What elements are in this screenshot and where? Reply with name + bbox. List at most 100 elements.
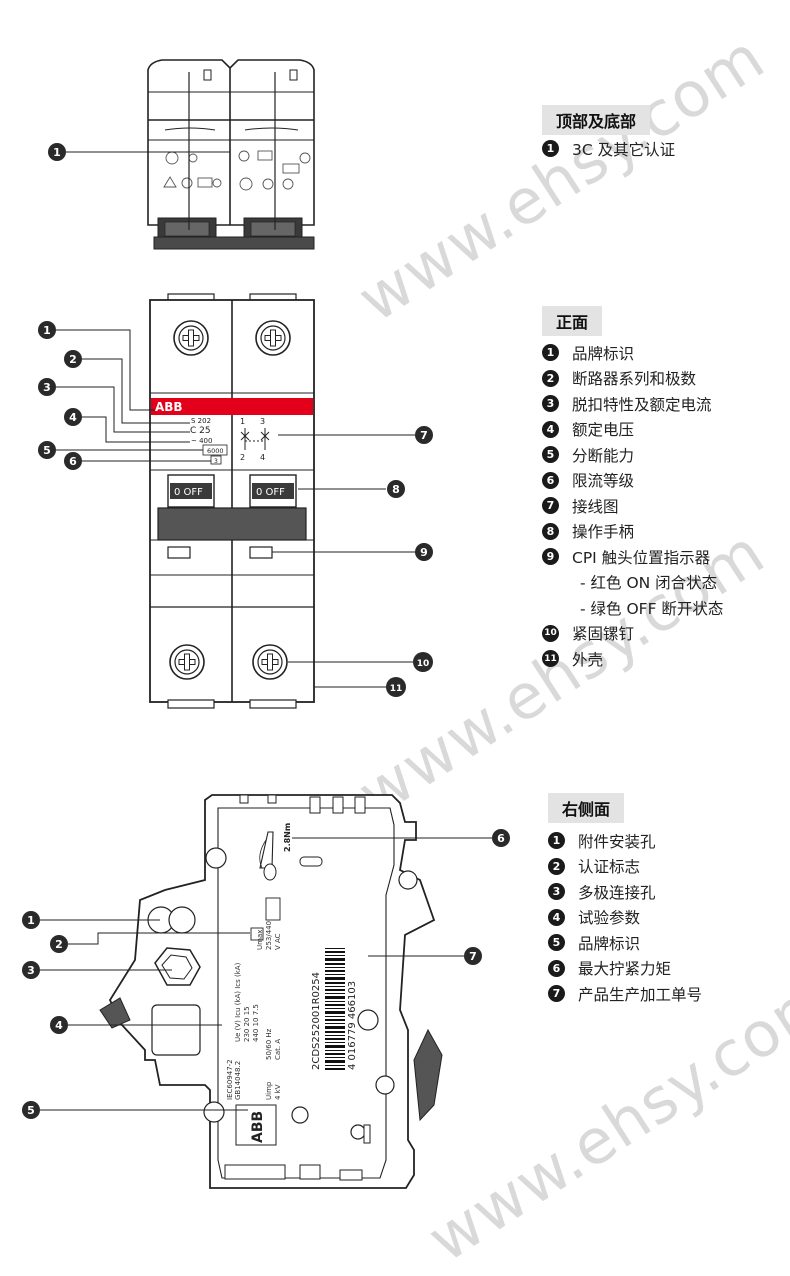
side-callout-2: 2 xyxy=(55,938,63,951)
legend-label: - 绿色 OFF 断开状态 xyxy=(580,599,724,618)
front-callout-8: 8 xyxy=(392,483,400,496)
side-callout-7: 7 xyxy=(469,950,477,963)
legend-number: 11 xyxy=(542,650,559,668)
front-callout-3: 3 xyxy=(43,381,51,394)
legend-label: 额定电压 xyxy=(572,421,635,440)
breaking-capacity-label: 6000 xyxy=(207,447,224,455)
legend-label: 限流等级 xyxy=(572,472,635,491)
front-view: ABB S 202 C 25 ~ 400 6000 3 1 3 2 4 xyxy=(38,293,433,709)
front-callout-7: 7 xyxy=(420,429,428,442)
front-callout-4: 4 xyxy=(69,411,77,424)
legend-label: 外壳 xyxy=(572,650,604,669)
handle-label-right: 0 OFF xyxy=(256,487,285,498)
spec-umax-value: 253/440 xyxy=(265,921,273,950)
torque-label: 2.8Nm xyxy=(283,823,292,852)
legend-top-bottom: 1 3C 及其它认证 xyxy=(542,136,675,162)
legend-label: 断路器系列和极数 xyxy=(572,370,697,389)
series-label: S 202 xyxy=(191,417,211,425)
legend-item: 5 分断能力 xyxy=(542,442,723,468)
legend-label: 品牌标识 xyxy=(572,344,635,363)
legend-label: 试验参数 xyxy=(578,909,641,928)
front-callout-6: 6 xyxy=(69,455,77,468)
side-callout-3: 3 xyxy=(27,964,35,977)
legend-number: 10 xyxy=(542,624,559,642)
spec-row-440: 440 10 7.5 xyxy=(252,1004,260,1042)
legend-subitem: - 绿色 OFF 断开状态 xyxy=(542,595,723,621)
legend-item: 1 3C 及其它认证 xyxy=(542,136,675,162)
spec-freq: 50/60 Hz xyxy=(265,1028,273,1060)
legend-label: 附件安装孔 xyxy=(578,832,656,851)
legend-label: 3C 及其它认证 xyxy=(572,140,676,159)
side-brand-logo: ABB xyxy=(250,1111,266,1143)
legend-label: 产品生产加工单号 xyxy=(578,985,703,1004)
legend-label: 认证标志 xyxy=(578,858,641,877)
terminal-1: 1 xyxy=(240,417,245,426)
spec-header: Ue (V) Icu (kA) Ics (kA) xyxy=(234,962,242,1042)
side-view: 2.8Nm Umax 253/440 V AC Ue (V) Icu (kA) … xyxy=(22,794,510,1189)
section-title-side: 右侧面 xyxy=(548,793,625,823)
top-callout-1: 1 xyxy=(53,146,61,159)
legend-label: 分断能力 xyxy=(572,446,635,465)
legend-number: 3 xyxy=(542,395,559,413)
legend-number: 6 xyxy=(548,959,565,977)
barcode xyxy=(325,948,345,1070)
side-callout-6: 6 xyxy=(497,832,505,845)
legend-label: CPI 触头位置指示器 xyxy=(572,548,711,567)
legend-label: 多极连接孔 xyxy=(578,883,656,902)
spec-uimp-value: 4 kV xyxy=(274,1084,282,1100)
legend-item: 3 脱扣特性及额定电流 xyxy=(542,391,723,417)
spec-umax-unit: V AC xyxy=(274,933,282,950)
front-callout-2: 2 xyxy=(69,353,77,366)
legend-item: 2 断路器系列和极数 xyxy=(542,366,723,392)
diagram-svg: 1 ABB S 202 C 25 ~ 400 6000 3 xyxy=(22,59,510,1189)
legend-label: - 红色 ON 闭合状态 xyxy=(580,574,718,593)
limiting-class-label: 3 xyxy=(214,458,218,465)
legend-number: 9 xyxy=(542,548,559,566)
spec-umax: Umax xyxy=(256,930,264,950)
legend-number: 5 xyxy=(542,446,559,464)
spec-cat: Cat. A xyxy=(274,1039,282,1060)
legend-item: 6 最大拧紧力矩 xyxy=(548,956,702,982)
legend-item: 9 CPI 触头位置指示器 xyxy=(542,544,723,570)
terminal-2: 2 xyxy=(240,453,245,462)
legend-label: 接线图 xyxy=(572,497,619,516)
spec-std-gb: GB14048.2 xyxy=(234,1061,242,1100)
brand-logo: ABB xyxy=(155,400,183,414)
side-callout-1: 1 xyxy=(27,914,35,927)
spec-uimp: Uimp xyxy=(265,1081,273,1100)
front-callout-9: 9 xyxy=(420,546,428,559)
top-view: 1 xyxy=(48,59,315,250)
legend-number: 3 xyxy=(548,883,565,901)
handle-label-left: 0 OFF xyxy=(174,487,203,498)
legend-label: 紧固镙钉 xyxy=(572,625,635,644)
side-callout-5: 5 xyxy=(27,1104,35,1117)
legend-number: 4 xyxy=(548,908,565,926)
legend-item: 3 多极连接孔 xyxy=(548,879,702,905)
terminal-3: 3 xyxy=(260,417,265,426)
legend-label: 最大拧紧力矩 xyxy=(578,960,672,979)
terminal-4: 4 xyxy=(260,453,265,462)
legend-subitem: - 红色 ON 闭合状态 xyxy=(542,570,723,596)
legend-label: 品牌标识 xyxy=(578,934,641,953)
legend-label: 脱扣特性及额定电流 xyxy=(572,395,712,414)
legend-number: 1 xyxy=(542,344,559,362)
barcode-digits: 4 016779 466103 xyxy=(347,981,358,1070)
rating-label: C 25 xyxy=(190,426,211,436)
voltage-label: ~ 400 xyxy=(191,437,212,445)
legend-item: 1 品牌标识 xyxy=(542,340,723,366)
legend-number: 2 xyxy=(542,369,559,387)
legend-number: 1 xyxy=(542,140,559,158)
front-callout-10: 10 xyxy=(417,659,430,669)
section-title-front: 正面 xyxy=(542,306,603,336)
diagram-page: www.ehsy.com www.ehsy.com www.ehsy.com xyxy=(22,20,790,1276)
legend-item: 4 试验参数 xyxy=(548,905,702,931)
section-title-top-bottom: 顶部及底部 xyxy=(542,105,651,135)
